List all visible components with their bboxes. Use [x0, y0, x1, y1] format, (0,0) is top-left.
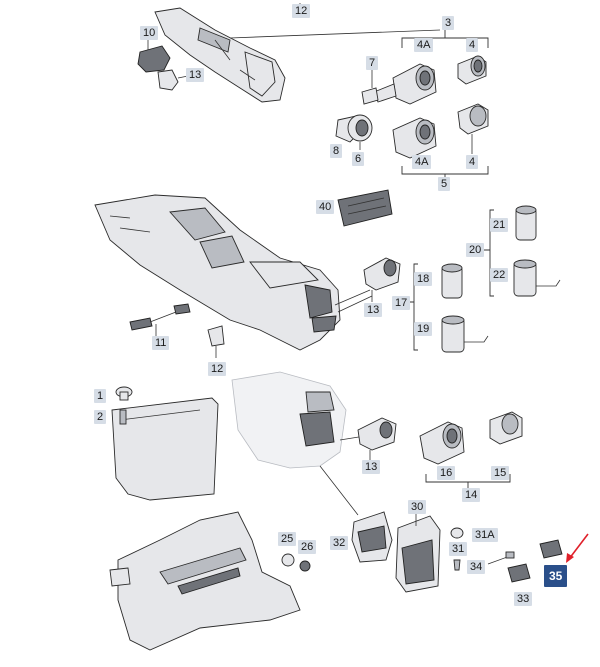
callout-12-top[interactable]: 12	[292, 4, 311, 18]
callout-7[interactable]: 7	[366, 56, 379, 70]
part-2-drawing	[119, 409, 127, 425]
callout-35-highlighted[interactable]: 35	[544, 565, 568, 587]
rear-console-ghost-drawing	[231, 371, 347, 469]
upper-console-drawing	[154, 7, 286, 103]
callout-31A[interactable]: 31A	[472, 528, 498, 542]
callout-22[interactable]: 22	[490, 268, 509, 282]
side-panel-drawing	[111, 397, 219, 501]
callout-8[interactable]: 8	[330, 144, 343, 158]
callout-15[interactable]: 15	[491, 466, 510, 480]
callout-26[interactable]: 26	[298, 540, 317, 554]
part-19-drawing	[441, 315, 489, 353]
callout-21[interactable]: 21	[490, 218, 509, 232]
part-26-drawing	[299, 560, 311, 572]
callout-3[interactable]: 3	[442, 16, 455, 30]
lower-trim-panel-drawing	[109, 511, 301, 651]
callout-4A-lower[interactable]: 4A	[412, 155, 432, 169]
callout-20[interactable]: 20	[466, 243, 485, 257]
part-4-upper-drawing	[457, 55, 487, 85]
part-13-lower-drawing	[357, 417, 397, 460]
part-15-drawing	[489, 411, 523, 445]
part-32-drawing	[351, 511, 393, 563]
callout-30[interactable]: 30	[408, 500, 427, 514]
callout-34[interactable]: 34	[467, 560, 486, 574]
part-40-drawing	[337, 189, 393, 227]
callout-6[interactable]: 6	[352, 152, 365, 166]
highlight-arrow-icon	[566, 533, 589, 563]
callout-4A-upper[interactable]: 4A	[414, 38, 434, 52]
callout-19[interactable]: 19	[414, 322, 433, 336]
part-25-drawing	[281, 553, 295, 567]
callout-12-mid[interactable]: 12	[208, 362, 227, 376]
part-33-drawing	[507, 563, 531, 583]
callout-2[interactable]: 2	[94, 410, 107, 424]
callout-17[interactable]: 17	[392, 296, 411, 310]
part-4-lower-drawing	[457, 103, 489, 154]
callout-4-upper[interactable]: 4	[466, 38, 479, 52]
callout-31[interactable]: 31	[449, 542, 468, 556]
callout-13-mid[interactable]: 13	[364, 303, 383, 317]
callout-40[interactable]: 40	[316, 200, 335, 214]
part-34-drawing	[487, 551, 515, 565]
part-7-drawing	[361, 70, 379, 105]
callout-4-lower[interactable]: 4	[466, 155, 479, 169]
part-10-drawing	[137, 40, 171, 73]
part-13-top-drawing	[157, 69, 189, 91]
part-13-mid-drawing	[363, 257, 401, 302]
callout-13-lower[interactable]: 13	[362, 460, 381, 474]
callout-5[interactable]: 5	[438, 177, 451, 191]
main-console-drawing	[94, 194, 341, 351]
callout-32[interactable]: 32	[330, 536, 349, 550]
part-30-drawing	[395, 512, 441, 593]
part-6-drawing	[347, 114, 373, 150]
callout-13-top[interactable]: 13	[186, 68, 205, 82]
part-4A-lower-drawing	[392, 117, 437, 159]
part-4A-upper-drawing	[373, 63, 437, 105]
part-31A-drawing	[450, 527, 464, 539]
callout-33[interactable]: 33	[514, 592, 533, 606]
part-18-drawing	[441, 263, 463, 299]
callout-11[interactable]: 11	[152, 336, 170, 350]
part-11-drawing	[129, 303, 191, 336]
part-35-drawing	[539, 539, 563, 559]
callout-1[interactable]: 1	[94, 389, 107, 403]
callout-25[interactable]: 25	[278, 532, 297, 546]
callout-10[interactable]: 10	[140, 26, 159, 40]
part-1-drawing	[115, 386, 133, 401]
callout-18[interactable]: 18	[414, 272, 433, 286]
part-16-drawing	[419, 421, 465, 465]
part-21-drawing	[515, 205, 537, 241]
callout-14[interactable]: 14	[462, 488, 481, 502]
part-31-drawing	[453, 559, 461, 571]
part-12-mid-drawing	[207, 325, 225, 358]
callout-16[interactable]: 16	[437, 466, 456, 480]
part-22-drawing	[513, 259, 561, 297]
